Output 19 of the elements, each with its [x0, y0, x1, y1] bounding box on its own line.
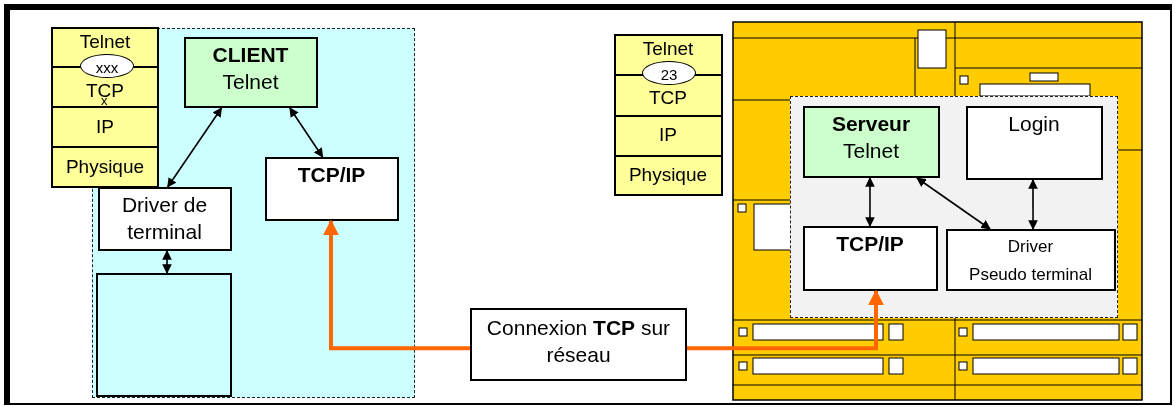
- arrow: [1028, 179, 1038, 230]
- dashed-area: [790, 96, 1118, 318]
- arrow: [166, 107, 223, 188]
- process-box: Driver Pseudo terminal: [945, 228, 1116, 291]
- process-box: Connexion TCP sur réseau: [470, 308, 687, 381]
- arrow: [687, 289, 884, 351]
- arrow: [323, 219, 470, 351]
- protocol-layer: IP: [648, 123, 688, 145]
- process-box: Driver de terminal: [97, 186, 232, 251]
- arrow: [162, 250, 172, 274]
- process-box: Serveur Telnet: [802, 105, 940, 178]
- process-box: TCP/IP: [802, 225, 938, 291]
- arrow: [289, 107, 324, 158]
- process-box: TCP/IP: [264, 156, 399, 221]
- arrow: [916, 177, 991, 230]
- empty-box: [95, 272, 232, 397]
- arrow: [865, 177, 875, 227]
- process-box: CLIENT Telnet: [183, 36, 318, 108]
- process-box: Login: [965, 105, 1103, 180]
